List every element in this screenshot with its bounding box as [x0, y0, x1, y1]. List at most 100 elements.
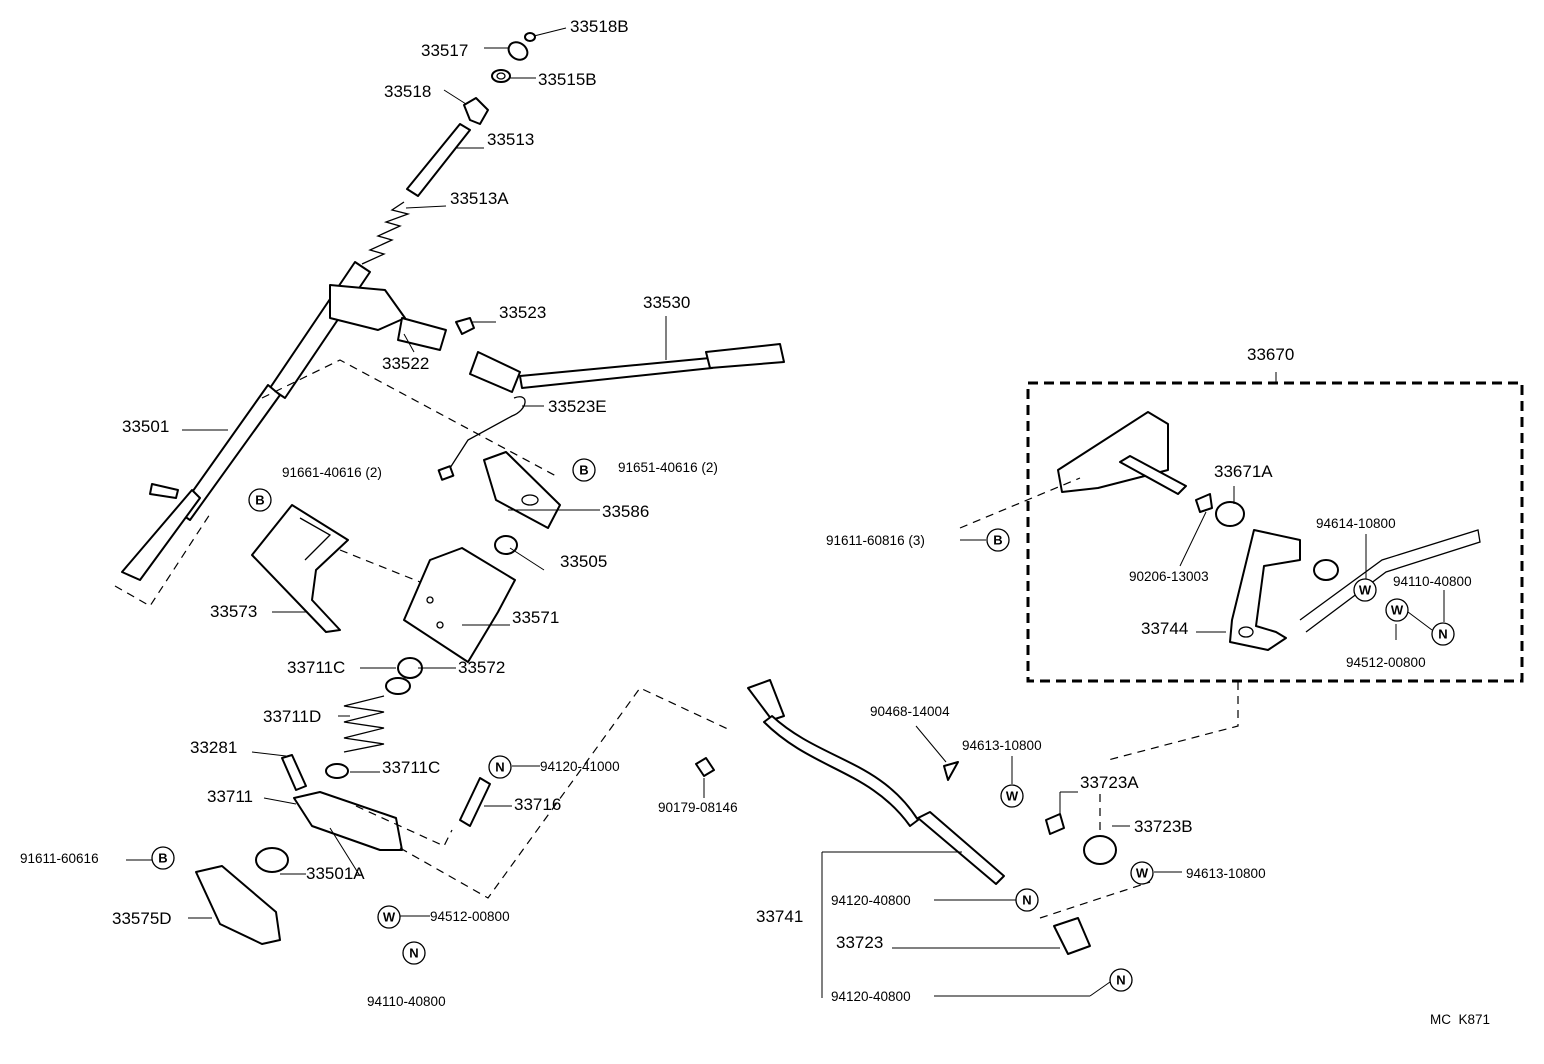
connection-lines: [114, 359, 1239, 919]
part-33530-joint: [469, 351, 521, 393]
svg-text:B: B: [255, 493, 264, 508]
label-33530: 33530: [643, 293, 690, 312]
label-94512-00800-a: 94512-00800: [430, 909, 510, 924]
label-90179-08146: 90179-08146: [658, 800, 738, 815]
part-33573: [251, 504, 349, 633]
part-90206-13003: [1195, 493, 1213, 513]
label-33572: 33572: [458, 658, 505, 677]
part-33523: [455, 317, 475, 335]
label-91611-60616: 91611-60616: [20, 851, 99, 866]
bolt-symbol: B: [572, 458, 596, 482]
part-labels: 33518B 33517 33515B 33518 33513 33513A 3…: [20, 17, 1490, 1027]
part-33586: [483, 451, 561, 529]
nut-symbol: N: [1431, 622, 1455, 646]
reference-code: MC K871: [1430, 1012, 1490, 1027]
washer-symbol: W: [1000, 784, 1024, 808]
svg-text:W: W: [1359, 583, 1372, 598]
part-33711C-upper: [385, 677, 411, 695]
label-90206-13003: 90206-13003: [1129, 569, 1209, 584]
label-33711C-upper: 33711C: [287, 658, 345, 677]
washer-symbol: W: [1130, 861, 1154, 885]
nut-symbol: N: [402, 941, 426, 965]
part-33741-end: [747, 679, 785, 721]
label-33518B: 33518B: [570, 17, 629, 36]
label-33517: 33517: [421, 41, 468, 60]
label-33513: 33513: [487, 130, 534, 149]
part-33723A: [1045, 813, 1065, 835]
svg-text:W: W: [1136, 866, 1149, 881]
label-33515B: 33515B: [538, 70, 597, 89]
label-33501A: 33501A: [306, 864, 365, 883]
label-94110-40800-a: 94110-40800: [367, 994, 446, 1009]
label-33573: 33573: [210, 602, 257, 621]
label-94120-40800-a: 94120-40800: [831, 893, 911, 908]
part-33505: [494, 535, 518, 555]
label-94614-10800: 94614-10800: [1316, 516, 1396, 531]
fastener-symbols: B B B B N N N N N W W W W W: [151, 458, 1455, 992]
part-33716: [459, 777, 491, 827]
label-33670: 33670: [1247, 345, 1294, 364]
label-33711D: 33711D: [263, 707, 321, 726]
svg-text:B: B: [579, 463, 588, 478]
label-94512-00800-b: 94512-00800: [1346, 655, 1426, 670]
label-33671A: 33671A: [1214, 462, 1273, 481]
label-33575D: 33575D: [112, 909, 172, 928]
control-rod-parts: [747, 679, 1117, 955]
label-33513A: 33513A: [450, 189, 509, 208]
label-33741: 33741: [756, 907, 803, 926]
svg-text:N: N: [1438, 627, 1447, 642]
bolt-symbol: B: [151, 846, 175, 870]
label-94110-40800-b: 94110-40800: [1393, 574, 1472, 589]
part-33518: [463, 97, 489, 125]
part-33501-upper: [269, 261, 371, 399]
label-33501: 33501: [122, 417, 169, 436]
label-33716: 33716: [514, 795, 561, 814]
part-33723B: [1083, 835, 1117, 865]
label-33711C-lower: 33711C: [382, 758, 440, 777]
label-33586: 33586: [602, 502, 649, 521]
part-33723: [1053, 917, 1091, 955]
part-33575D: [195, 865, 281, 945]
spring-33513A: [361, 201, 411, 265]
part-33501A: [255, 847, 289, 873]
washer-symbol: W: [377, 905, 401, 929]
part-33744: [1229, 529, 1301, 651]
svg-text:N: N: [1116, 973, 1125, 988]
leader-lines: [126, 27, 1445, 998]
label-33523: 33523: [499, 303, 546, 322]
part-33530-rod: [519, 357, 713, 389]
part-33741-thread: [917, 811, 1005, 885]
bolt-symbol: B: [248, 488, 272, 512]
nut-symbol: N: [1015, 888, 1039, 912]
label-33723B: 33723B: [1134, 817, 1193, 836]
part-33741-rod: [763, 715, 919, 827]
svg-text:W: W: [383, 910, 396, 925]
nut-symbol: N: [488, 755, 512, 779]
svg-text:B: B: [993, 533, 1002, 548]
svg-text:B: B: [158, 851, 167, 866]
label-91651-40616: 91651-40616 (2): [618, 460, 718, 475]
label-33723: 33723: [836, 933, 883, 952]
label-91661-40616: 91661-40616 (2): [282, 465, 382, 480]
label-33522: 33522: [382, 354, 429, 373]
part-90179-08146: [695, 757, 715, 777]
part-33281: [281, 754, 307, 791]
svg-text:W: W: [1006, 789, 1019, 804]
part-33671A: [1215, 501, 1245, 527]
label-91611-60816: 91611-60816 (3): [826, 533, 925, 548]
part-33711: [293, 791, 403, 851]
shift-column-parts: [121, 32, 785, 945]
svg-text:N: N: [409, 946, 418, 961]
label-94613-10800-a: 94613-10800: [962, 738, 1042, 753]
part-90468-14004: [943, 761, 959, 781]
spring-33711D: [343, 695, 385, 753]
svg-text:W: W: [1391, 603, 1404, 618]
part-33501-head: [329, 284, 406, 331]
label-33505: 33505: [560, 552, 607, 571]
label-33571: 33571: [512, 608, 559, 627]
part-33571: [403, 547, 516, 663]
part-94614-10800: [1313, 559, 1339, 581]
washer-symbol: W: [1385, 598, 1409, 622]
